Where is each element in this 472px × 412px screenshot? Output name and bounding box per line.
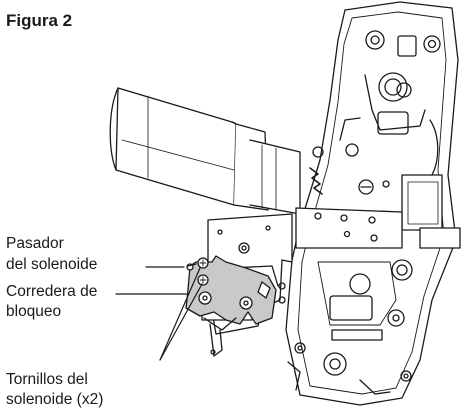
solenoid-screw-2 [197, 274, 209, 286]
pasador-label-line2: del solenoide [6, 256, 98, 273]
corredera-label-line2: bloqueo [6, 303, 62, 320]
pasador-label-line1: Pasador [6, 235, 64, 252]
corredera-label-line1: Corredera de [6, 283, 98, 300]
solenoid-pin [186, 263, 197, 271]
locking-slide-plate [185, 255, 277, 331]
cylinder-housing [109, 87, 301, 215]
tornillos-leader-line-2 [159, 283, 203, 361]
solenoid-screw-1 [197, 257, 209, 269]
callout-leaders [115, 266, 203, 361]
tornillos-label-line2: solenoide (x2) [6, 391, 104, 408]
tornillos-label-line1: Tornillos del [6, 371, 88, 388]
figure-title: Figura 2 [6, 11, 73, 30]
chassis-body [285, 1, 461, 406]
tornillos-leader-line-1 [159, 267, 201, 361]
